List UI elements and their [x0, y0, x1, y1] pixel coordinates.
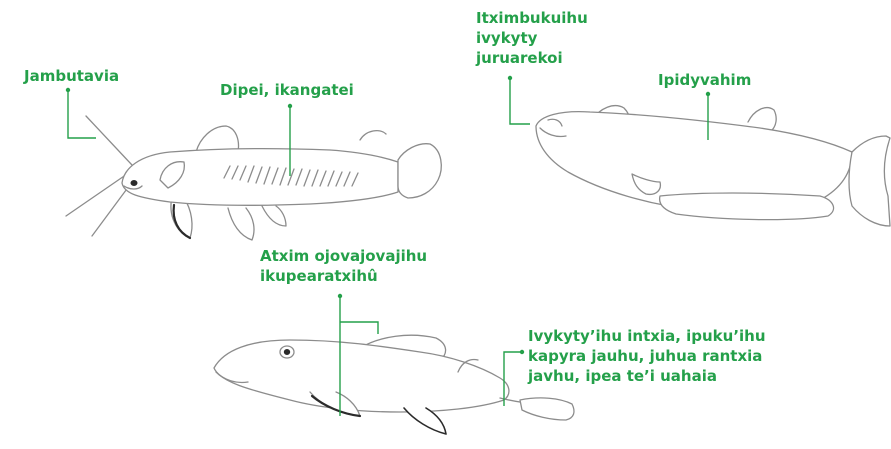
label-ivykyty-line-2: kapyra jauhu, juhua rantxia: [528, 346, 766, 366]
label-ipidyvahim: Ipidyvahim: [658, 70, 751, 90]
label-atxim-line-2: ikupearatxihû: [260, 266, 427, 286]
barbel-upper: [86, 116, 132, 165]
label-dipei: Dipei, ikangatei: [220, 80, 354, 100]
label-itximbukuihu-line-2: ivykyty: [476, 28, 588, 48]
label-dipei-text: Dipei, ikangatei: [220, 80, 354, 100]
label-itximbukuihu-line-1: Itximbukuihu: [476, 8, 588, 28]
leader-itximbukuihu: [510, 78, 530, 124]
slender-fish-illustration: [536, 106, 890, 226]
leader-jambutavia: [68, 90, 96, 138]
catfish-illustration: [66, 116, 441, 240]
label-atxim-line-1: Atxim ojovajovajihu: [260, 246, 427, 266]
label-itximbukuihu-line-3: juruarekoi: [476, 48, 588, 68]
barbel-lower: [66, 172, 130, 216]
label-ivykyty-line-3: javhu, ipea te’i uahaia: [528, 366, 766, 386]
label-ivykyty-line-1: Ivykyty’ihu intxia, ipuku’ihu: [528, 326, 766, 346]
label-ipidyvahim-text: Ipidyvahim: [658, 70, 751, 90]
label-jambutavia-text: Jambutavia: [24, 66, 119, 86]
label-jambutavia: Jambutavia: [24, 66, 119, 86]
label-atxim: Atxim ojovajovajihu ikupearatxihû: [260, 246, 427, 286]
plecostomus-illustration: [214, 335, 574, 434]
label-ivykyty: Ivykyty’ihu intxia, ipuku’ihu kapyra jau…: [528, 326, 766, 386]
label-itximbukuihu: Itximbukuihu ivykyty juruarekoi: [476, 8, 588, 68]
